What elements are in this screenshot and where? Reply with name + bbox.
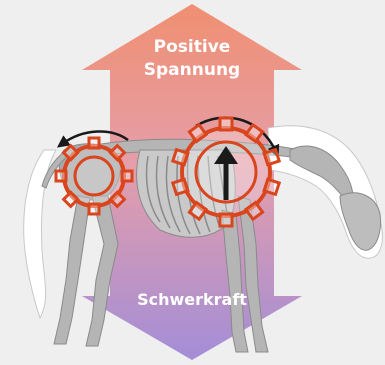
- arrow-up-icon: [214, 146, 238, 200]
- label-top-line2: Spannung: [144, 60, 240, 80]
- curved-arrow-icon: [56, 130, 129, 148]
- label-top-line1: Positive: [154, 37, 231, 57]
- label-bottom: Schwerkraft: [137, 290, 247, 309]
- curved-arrow-icon: [195, 116, 280, 158]
- gear-icon: [54, 136, 134, 216]
